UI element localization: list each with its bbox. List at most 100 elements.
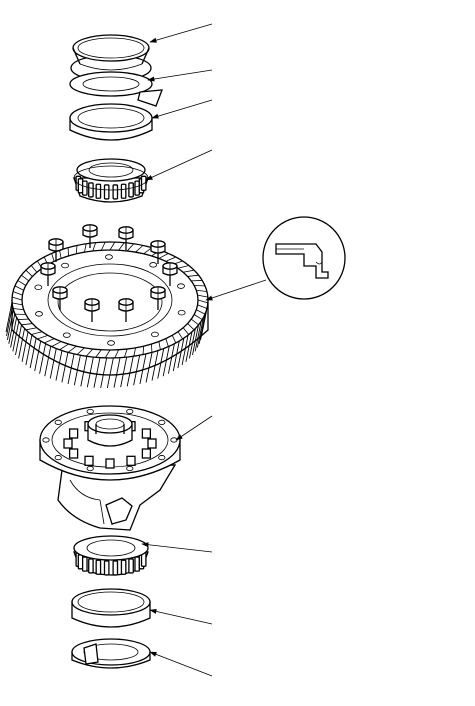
- bearing-roller: [88, 558, 94, 574]
- gear-tooth: [133, 347, 136, 357]
- gear-helix-line: [181, 334, 189, 366]
- carrier-window: [68, 428, 79, 439]
- bearing-roller: [95, 559, 102, 575]
- gear-tooth: [76, 347, 85, 355]
- ring-gear: [5, 241, 209, 389]
- gear-tooth: [124, 348, 128, 358]
- gear-tooth: [165, 338, 169, 347]
- gear-tooth: [196, 289, 207, 292]
- gear-tooth: [67, 345, 77, 353]
- gear-tooth: [104, 349, 111, 359]
- gear-helix-line: [172, 340, 180, 372]
- bearing-roller: [120, 183, 127, 199]
- gear-tooth: [193, 314, 203, 320]
- gear-tooth: [25, 269, 33, 277]
- gear-helix-line: [126, 356, 134, 387]
- gear-tooth: [126, 243, 135, 252]
- gear-helix-line: [10, 317, 18, 348]
- gear-helix-line: [157, 348, 165, 379]
- leader-arrow-ring-gear: [205, 279, 267, 301]
- bearing-roller: [81, 556, 88, 572]
- gear-tooth: [12, 296, 23, 301]
- gear-tooth: [75, 245, 78, 254]
- bearing-roller: [120, 559, 127, 575]
- leader-arrow-spacer: [151, 99, 213, 119]
- gear-helix-line: [93, 357, 101, 388]
- gear-helix-line: [67, 353, 75, 385]
- gear-tooth: [84, 243, 87, 253]
- carrier-window: [63, 438, 73, 449]
- gear-helix-line: [162, 346, 170, 377]
- gear-helix-line: [113, 357, 121, 388]
- bolt-detail: [262, 216, 346, 300]
- flange-hole: [86, 465, 94, 472]
- leader-arrow-race-top: [149, 23, 213, 43]
- gear-tooth: [101, 241, 106, 251]
- gear-helix-line: [188, 328, 196, 359]
- gear-helix-line: [12, 321, 20, 352]
- bolt: [84, 298, 100, 322]
- gear-helix-line: [34, 340, 42, 372]
- gear-helix-line: [8, 313, 16, 344]
- gear-tooth: [92, 242, 96, 252]
- gear-helix-line: [86, 357, 94, 388]
- gear-tooth: [109, 241, 116, 251]
- gear-tooth: [197, 299, 208, 304]
- bolt: [162, 262, 178, 286]
- bearing-roller: [88, 182, 94, 198]
- gear-helix-line: [167, 343, 175, 374]
- gear-helix-line: [194, 321, 202, 352]
- bearing-roller: [95, 183, 102, 199]
- flange-hole: [54, 455, 62, 461]
- gear-tooth: [142, 346, 145, 355]
- bolt: [82, 224, 98, 248]
- bearing-roller: [112, 560, 119, 576]
- leader-arrow-race-bottom: [149, 608, 213, 625]
- carrier-window: [141, 448, 152, 459]
- gear-tooth: [118, 242, 125, 251]
- gear-tooth: [114, 349, 119, 359]
- bolt: [150, 240, 166, 264]
- gear-bolt-hole: [177, 310, 186, 316]
- gear-helix-line: [151, 350, 159, 381]
- bolt: [150, 286, 166, 310]
- gear-helix-line: [120, 357, 128, 388]
- gear-bolt-hole: [149, 262, 158, 268]
- gear-helix-line: [192, 324, 199, 355]
- gear-helix-line: [100, 357, 108, 389]
- gear-helix-line: [39, 343, 47, 374]
- gear-tooth: [158, 341, 161, 350]
- gear-tooth: [196, 309, 206, 315]
- gear-bolt-hole: [62, 332, 71, 338]
- flange-hole: [42, 437, 50, 443]
- gear-helix-line: [15, 324, 22, 355]
- gear-tooth: [85, 348, 94, 357]
- gear-helix-line: [139, 353, 147, 385]
- bolt: [118, 226, 134, 250]
- gear-helix-line: [55, 350, 63, 381]
- gear-helix-line: [21, 331, 29, 362]
- gear-helix-line: [5, 301, 13, 333]
- bearing-roller: [81, 180, 88, 196]
- carrier-window: [147, 438, 157, 449]
- leader-arrow-bearing-bottom: [141, 542, 213, 553]
- flange-hole: [54, 419, 62, 425]
- ring-gear-bolts: [40, 224, 178, 322]
- taper-bearing-top: [73, 158, 149, 203]
- gear-tooth: [191, 318, 199, 326]
- gear-helix-line: [177, 338, 185, 369]
- bearing-roller: [103, 560, 110, 576]
- gear-tooth: [44, 338, 55, 344]
- flange-hole: [158, 419, 166, 425]
- gear-helix-line: [73, 355, 81, 386]
- gear-tooth: [95, 349, 102, 358]
- carrier-window: [84, 455, 94, 466]
- bolt: [48, 238, 64, 262]
- gear-tooth: [25, 327, 37, 331]
- gear-tooth: [59, 343, 69, 351]
- gear-tooth: [135, 245, 144, 253]
- leader-arrows: [141, 23, 267, 677]
- gear-tooth: [183, 269, 195, 273]
- gear-bolt-hole: [107, 340, 115, 346]
- gear-helix-line: [196, 317, 204, 348]
